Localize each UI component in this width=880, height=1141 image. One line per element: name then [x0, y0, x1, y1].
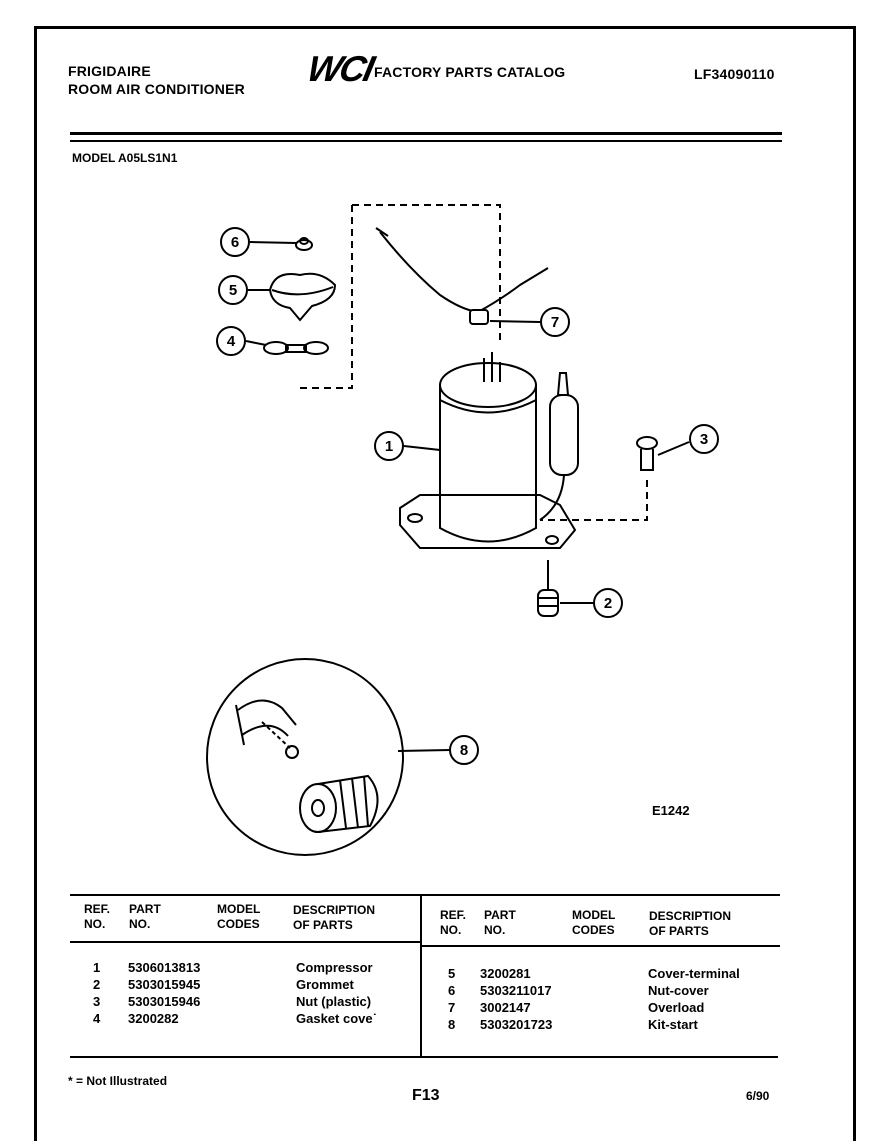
- callout-4: 4: [227, 333, 236, 350]
- table-row: 5 3200281 Cover-terminal: [0, 966, 880, 983]
- right-header-model: MODEL CODES: [572, 908, 616, 937]
- model-label: MODEL A05LS1N1: [72, 151, 178, 165]
- page-number: F13: [412, 1087, 440, 1104]
- callout-circle-2: [593, 588, 623, 618]
- left-header-part: PART NO.: [129, 902, 161, 931]
- brand-line-1: FRIGIDAIRE: [68, 63, 151, 79]
- part-description: Cover-terminal: [648, 966, 740, 981]
- left-parts-list: 1 5306013813 Compressor 2 5303015945 Gro…: [0, 960, 420, 1040]
- callout-6: 6: [231, 234, 239, 251]
- revision-date: 6/90: [746, 1089, 770, 1103]
- part-description: Gasket cove˙: [296, 1011, 377, 1026]
- table-row: 7 3002147 Overload: [0, 1000, 880, 1017]
- brand-line-2: ROOM AIR CONDITIONER: [68, 81, 245, 97]
- part-no: 5306013813: [128, 960, 201, 975]
- left-header-ref: REF. NO.: [84, 902, 111, 931]
- part-description: Grommet: [296, 977, 354, 992]
- part-description: Nut (plastic): [296, 994, 372, 1009]
- part-no: 5303211017: [480, 983, 552, 998]
- table-left-header-rule: [70, 941, 420, 943]
- part-no: 3002147: [480, 1000, 531, 1015]
- header-rule-thick: [70, 132, 782, 135]
- table-row: 1 5306013813 Compressor: [0, 960, 420, 977]
- part-no: 3200282: [128, 1011, 179, 1026]
- table-top-rule: [70, 894, 780, 896]
- catalog-title: FACTORY PARTS CATALOG: [374, 64, 566, 80]
- callout-circle-7: [540, 307, 570, 337]
- not-illustrated-note: * = Not Illustrated: [68, 1074, 168, 1088]
- callout-8: 8: [460, 742, 468, 759]
- figure-code: E1242: [652, 803, 690, 818]
- part-description: Compressor: [296, 960, 373, 975]
- ref-no: 3: [93, 994, 101, 1009]
- ref-no: 7: [448, 1000, 456, 1015]
- part-description: Kit-start: [648, 1017, 698, 1032]
- table-row: 8 5303201723 Kit-start: [0, 1017, 880, 1034]
- table-row: 4 3200282 Gasket cove˙: [0, 1011, 420, 1028]
- ref-no: 2: [93, 977, 101, 992]
- callout-circle-5: [218, 275, 248, 305]
- part-no: 5303015945: [128, 977, 201, 992]
- callout-circle-4: [216, 326, 246, 356]
- callout-circle-1: [374, 431, 404, 461]
- ref-no: 5: [448, 966, 456, 981]
- part-no: 3200281: [480, 966, 531, 981]
- right-header-desc: DESCRIPTION OF PARTS: [649, 909, 732, 938]
- left-header-desc: DESCRIPTION OF PARTS: [293, 903, 376, 932]
- part-description: Overload: [648, 1000, 705, 1015]
- ref-no: 1: [93, 960, 101, 975]
- page-frame: [34, 26, 856, 1141]
- ref-no: 4: [93, 1011, 101, 1026]
- header-rule-thin: [70, 140, 782, 142]
- part-no: 5303015946: [128, 994, 201, 1009]
- part-description: Nut-cover: [648, 983, 709, 998]
- right-header-ref: REF. NO.: [440, 908, 467, 937]
- callout-3: 3: [700, 431, 708, 448]
- catalog-number: LF34090110: [694, 66, 775, 82]
- callout-circle-6: [220, 227, 250, 257]
- right-header-part: PART NO.: [484, 908, 516, 937]
- callout-2: 2: [604, 595, 612, 612]
- callout-1: 1: [385, 438, 393, 455]
- right-parts-list: 5 3200281 Cover-terminal 6 5303211017 Nu…: [0, 966, 880, 1046]
- callout-7: 7: [551, 314, 559, 331]
- left-header-model: MODEL CODES: [217, 902, 261, 931]
- table-bottom-rule: [70, 1056, 778, 1058]
- callout-circle-3: [689, 424, 719, 454]
- callout-circle-8: [449, 735, 479, 765]
- ref-no: 8: [448, 1017, 456, 1032]
- callout-5: 5: [229, 282, 237, 299]
- table-right-header-rule: [422, 945, 780, 947]
- table-column-divider: [420, 896, 422, 1056]
- table-row: 6 5303211017 Nut-cover: [0, 983, 880, 1000]
- part-no: 5303201723: [480, 1017, 553, 1032]
- table-row: 3 5303015946 Nut (plastic): [0, 994, 420, 1011]
- table-row: 2 5303015945 Grommet: [0, 977, 420, 994]
- ref-no: 6: [448, 983, 456, 998]
